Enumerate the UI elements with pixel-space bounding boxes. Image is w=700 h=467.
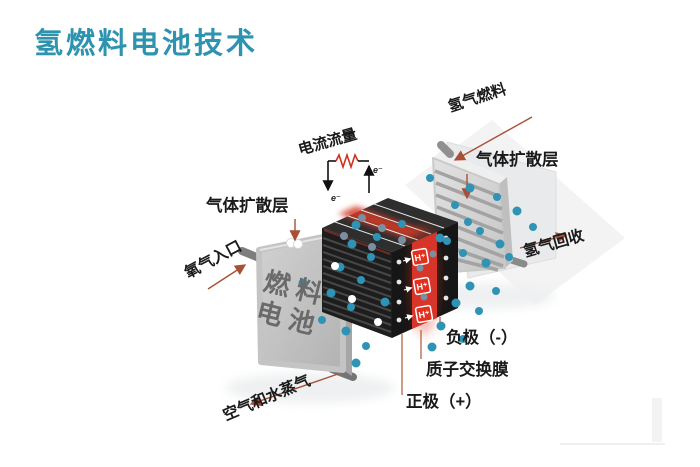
flow-arrows	[207, 116, 568, 407]
proton-badge: H⁺	[414, 304, 434, 324]
bolt-heads	[396, 235, 449, 323]
label-positive-electrode: 正极（+）	[406, 393, 482, 411]
ion-dots	[340, 214, 437, 301]
hydrogen-fuel-arrow	[453, 116, 533, 161]
proton-badge: H⁺	[412, 276, 432, 296]
oxygen-molecule-pair	[286, 238, 303, 249]
svg-text:H⁺: H⁺	[414, 252, 427, 264]
label-negative-electrode: 负极（-）	[446, 329, 518, 347]
resistor-zigzag	[335, 152, 359, 170]
hydrogen-molecule-dots	[298, 174, 537, 368]
external-circuit	[322, 152, 375, 193]
stack-top-red-glow	[338, 206, 426, 239]
cell-stack: H⁺ H⁺ H⁺	[322, 198, 458, 338]
electron-label-right: e⁻	[373, 165, 383, 175]
white-molecule-dots	[331, 262, 382, 326]
oxygen-inlet-arrow	[207, 264, 247, 290]
electron-label-left: e⁻	[331, 193, 341, 203]
page-title: 氢燃料电池技术	[34, 28, 259, 60]
proton-flow-arrows	[402, 257, 414, 321]
label-proton-exchange-membrane: 质子交换膜	[426, 361, 509, 379]
label-gas-diffusion-layer-right: 气体扩散层	[476, 151, 559, 169]
hydrogen-recovery-arrow	[519, 232, 568, 249]
label-gas-diffusion-layer-left: 气体扩散层	[206, 197, 289, 215]
hydrogen-inlet-pipe	[437, 141, 454, 158]
svg-text:H⁺: H⁺	[416, 281, 429, 293]
watermark-remnant	[560, 398, 665, 445]
air-water-arrow	[249, 373, 339, 407]
proton-badge: H⁺	[410, 247, 430, 267]
svg-text:H⁺: H⁺	[418, 309, 431, 321]
